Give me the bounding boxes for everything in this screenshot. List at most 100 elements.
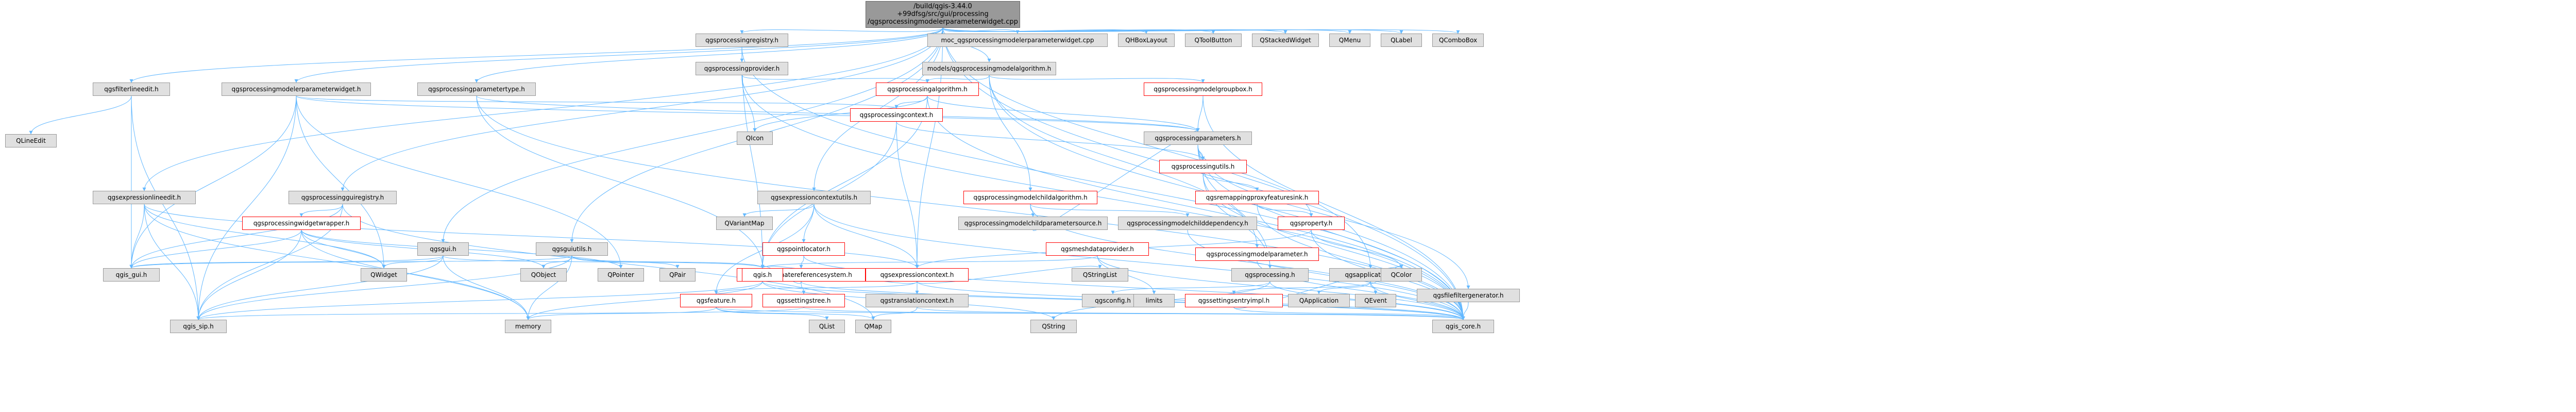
node-qgsprocessingparametertype[interactable]: qgsprocessingparametertype.h bbox=[417, 83, 536, 96]
edge-qgsguiutils-to-qobject bbox=[541, 255, 572, 269]
node-qgspointlocator[interactable]: qgspointlocator.h bbox=[762, 242, 845, 256]
node-qgsremappingproxyfeaturesink[interactable]: qgsremappingproxyfeaturesink.h bbox=[1195, 191, 1319, 204]
edge-root-to-qcombobox bbox=[942, 27, 1460, 34]
edge-qgsprocessingwidgetwrapper-to-memory bbox=[301, 229, 530, 320]
node-qgsprocessingmodelchilddependency[interactable]: qgsprocessingmodelchilddependency.h bbox=[1118, 217, 1257, 230]
node-qstringlist[interactable]: QStringList bbox=[1072, 268, 1128, 282]
node-qgsprocessingmodelparameter[interactable]: qgsprocessingmodelparameter.h bbox=[1195, 248, 1319, 261]
edge-qgsprocessingparametertype-to-qgis bbox=[476, 95, 765, 269]
node-qgsprocessingprovider[interactable]: qgsprocessingprovider.h bbox=[696, 62, 788, 75]
node-qgssettingstree[interactable]: qgssettingstree.h bbox=[762, 294, 845, 307]
edge-qgsfeature-to-qmap bbox=[716, 307, 875, 320]
edge-root-to-qstackedwidget bbox=[942, 27, 1287, 34]
node-qlineedit[interactable]: QLineEdit bbox=[5, 134, 57, 147]
node-qwidget[interactable]: QWidget bbox=[361, 268, 407, 282]
node-qicon[interactable]: QIcon bbox=[737, 131, 773, 145]
edge-qgsprocessingcontext-to-qgsexpressioncontext bbox=[896, 121, 919, 269]
edge-qgsprocessingmodelchildalgorithm-to-qgsprocessingmodelchilddependency bbox=[1030, 204, 1190, 217]
node-qlabel[interactable]: QLabel bbox=[1381, 34, 1422, 47]
node-qgsprocessingguiregistry[interactable]: qgsprocessingguiregistry.h bbox=[289, 191, 397, 204]
node-qgsprocessingcontext[interactable]: qgsprocessingcontext.h bbox=[850, 108, 943, 122]
edge-qgis-to-qgis_sip bbox=[196, 281, 763, 320]
edge-root-to-qgsgui bbox=[441, 27, 943, 243]
node-qgsexpressionlineedit[interactable]: qgsexpressionlineedit.h bbox=[93, 191, 196, 204]
node-qgsfilterlineedit[interactable]: qgsfilterlineedit.h bbox=[93, 83, 170, 96]
node-qgis[interactable]: qgis.h bbox=[742, 268, 783, 282]
edge-qgsapplication-to-qevent bbox=[1370, 281, 1378, 294]
edge-qgsguiutils-to-qgis bbox=[571, 255, 765, 269]
node-qgsmeshdataprovider[interactable]: qgsmeshdataprovider.h bbox=[1046, 242, 1149, 256]
edge-qgssettingstree-to-qgis_sip bbox=[196, 307, 804, 320]
edge-qgsremappingproxyfeaturesink-to-qgsproperty bbox=[1257, 204, 1313, 217]
node-qgssettingsentryimpl[interactable]: qgssettingsentryimpl.h bbox=[1185, 294, 1283, 307]
node-qmenu[interactable]: QMenu bbox=[1329, 34, 1370, 47]
node-qtoolbutton[interactable]: QToolButton bbox=[1185, 34, 1242, 47]
node-qgsprocessing[interactable]: qgsprocessing.h bbox=[1231, 268, 1309, 282]
edge-qgsprocessingmodelchildalgorithm-to-qgsprocessingmodelchildparametersource bbox=[1030, 204, 1035, 217]
edge-qgsprocessingguiregistry-to-qgis_gui bbox=[129, 204, 343, 269]
edge-qgsfilterlineedit-to-qgis_sip bbox=[131, 95, 200, 320]
edge-qgsprocessingparametertype-to-qgsprocessingparameters bbox=[476, 95, 1200, 132]
node-qevent[interactable]: QEvent bbox=[1355, 294, 1396, 307]
edge-qgsexpressioncontextutils-to-qgspointlocator bbox=[802, 204, 815, 243]
edge-qgsproperty-to-qcolor bbox=[1311, 229, 1403, 269]
edge-root-to-qhboxlayout bbox=[942, 27, 1148, 34]
node-qgsexpressioncontext[interactable]: qgsexpressioncontext.h bbox=[866, 268, 969, 282]
edge-qgsprocessingparameters-to-qgsprocessingutils bbox=[1197, 144, 1205, 160]
node-qvariantmap[interactable]: QVariantMap bbox=[716, 217, 773, 230]
node-qapplication[interactable]: QApplication bbox=[1288, 294, 1350, 307]
node-qgsprocessingmodelgroupbox[interactable]: qgsprocessingmodelgroupbox.h bbox=[1144, 83, 1262, 96]
node-qgsproperty[interactable]: qgsproperty.h bbox=[1278, 217, 1345, 230]
node-qgsprocessingmodelalgorithm[interactable]: models/qgsprocessingmodelalgorithm.h bbox=[922, 62, 1056, 75]
node-qgsprocessingmodelerparameterwidget[interactable]: qgsprocessingmodelerparameterwidget.h bbox=[222, 83, 371, 96]
node-qgsgui[interactable]: qgsgui.h bbox=[417, 242, 469, 256]
edge-qgsprocessingprovider-to-qicon bbox=[741, 75, 757, 132]
edge-qgsgui-to-qgis_sip bbox=[196, 255, 444, 320]
node-qgis-core[interactable]: qgis_core.h bbox=[1432, 320, 1494, 333]
node-qgsfilefiltergenerator[interactable]: qgsfilefiltergenerator.h bbox=[1417, 289, 1520, 302]
node-qgsprocessingutils[interactable]: qgsprocessingutils.h bbox=[1159, 160, 1247, 173]
node-qgis-sip[interactable]: qgis_sip.h bbox=[170, 320, 227, 333]
node-qhboxlayout[interactable]: QHBoxLayout bbox=[1118, 34, 1175, 47]
node-memory[interactable]: memory bbox=[505, 320, 551, 333]
node-qmap[interactable]: QMap bbox=[855, 320, 891, 333]
node-qstackedwidget[interactable]: QStackedWidget bbox=[1252, 34, 1319, 47]
node-qgsprocessingregistry[interactable]: qgsprocessingregistry.h bbox=[696, 34, 788, 47]
edge-qgsguiutils-to-qgis_sip bbox=[196, 255, 572, 320]
edge-qgspointlocator-to-qgscoordinatereferencesystem bbox=[799, 255, 804, 269]
edge-qgsexpressionlineedit-to-qgsexpressioncontext bbox=[144, 204, 919, 269]
edge-qgsprocessingmodelchildparametersource-to-qgsprocessingparameters bbox=[1032, 128, 1200, 231]
node-qgsfeature[interactable]: qgsfeature.h bbox=[680, 294, 752, 307]
node-qgsguiutils[interactable]: qgsguiutils.h bbox=[536, 242, 608, 256]
node-limits[interactable]: limits bbox=[1133, 294, 1175, 307]
edge-qgsguiutils-to-qgis_gui bbox=[129, 255, 572, 269]
node-qstring[interactable]: QString bbox=[1030, 320, 1077, 333]
node-qpointer[interactable]: QPointer bbox=[598, 268, 644, 282]
node-qpair[interactable]: QPair bbox=[659, 268, 696, 282]
root-file-node[interactable]: /build/qgis-3.44.0 +99dfsg/src/gui/proce… bbox=[866, 1, 1020, 28]
node-qlist[interactable]: QList bbox=[809, 320, 845, 333]
node-qcolor[interactable]: QColor bbox=[1381, 268, 1422, 282]
edge-qgsprocessingmodelerparameterwidget-to-qgsprocessingcontext bbox=[296, 95, 899, 109]
node-qobject[interactable]: QObject bbox=[520, 268, 567, 282]
node-qgsprocessingwidgetwrapper[interactable]: qgsprocessingwidgetwrapper.h bbox=[242, 217, 361, 230]
node-qgsprocessingalgorithm[interactable]: qgsprocessingalgorithm.h bbox=[876, 83, 979, 96]
node-qgstranslationcontext[interactable]: qgstranslationcontext.h bbox=[866, 294, 969, 307]
edge-qgssettingsentryimpl-to-qgis_core bbox=[1233, 307, 1465, 320]
edge-qgsfeature-to-qlist bbox=[716, 307, 829, 320]
node-qgsprocessingparameters[interactable]: qgsprocessingparameters.h bbox=[1144, 131, 1252, 145]
node-moc[interactable]: moc_qgsprocessingmodelerparameterwidget.… bbox=[927, 34, 1108, 47]
edge-qgsprocessingmodelerparameterwidget-to-qwidget bbox=[296, 95, 386, 269]
edge-qgstranslationcontext-to-qgis_core bbox=[917, 307, 1465, 320]
node-qgsprocessingmodelchildparametersource[interactable]: qgsprocessingmodelchildparametersource.h bbox=[958, 217, 1108, 230]
node-qcombobox[interactable]: QComboBox bbox=[1432, 34, 1484, 47]
node-qgsexpressioncontextutils[interactable]: qgsexpressioncontextutils.h bbox=[757, 191, 871, 204]
edge-root-to-moc bbox=[942, 27, 1020, 34]
edge-qgsexpressionlineedit-to-qgis_gui bbox=[129, 204, 145, 269]
node-qgis-gui[interactable]: qgis_gui.h bbox=[103, 268, 160, 282]
node-qgsprocessingmodelchildalgorithm[interactable]: qgsprocessingmodelchildalgorithm.h bbox=[963, 191, 1097, 204]
edge-qgsguiutils-to-qpair bbox=[571, 255, 680, 269]
edge-qgsprocessingalgorithm-to-qgsprocessingcontext bbox=[894, 95, 928, 109]
edge-qgsgui-to-qwidget bbox=[382, 255, 444, 269]
